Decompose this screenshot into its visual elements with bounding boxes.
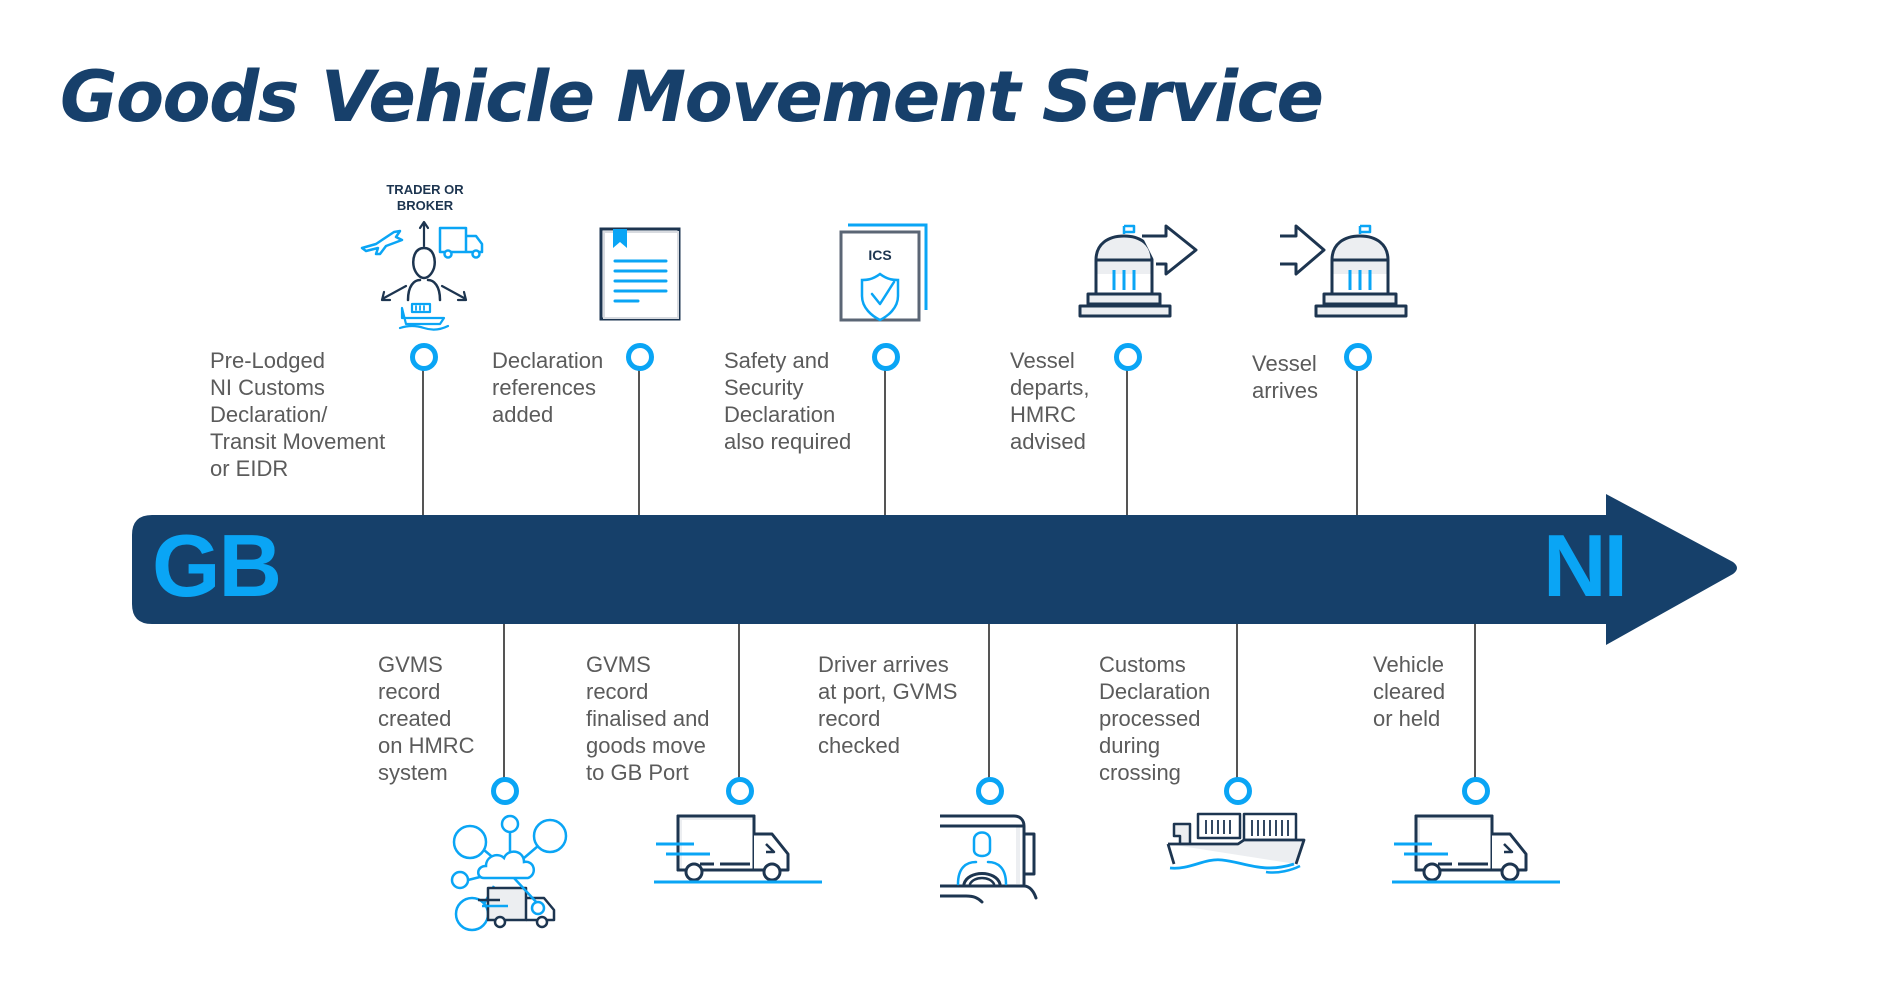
text-line: Safety and: [724, 348, 830, 373]
text-line: Security: [724, 375, 804, 400]
text-line: cleared: [1373, 679, 1446, 704]
top-step-4-node[interactable]: [1114, 343, 1142, 371]
text-line: Vehicle: [1373, 652, 1444, 677]
ics-label: ICS: [868, 247, 891, 263]
text-line: NI Customs: [210, 375, 325, 400]
text-line: GVMS: [378, 652, 443, 677]
bottom-step-2-text: GVMS record finalised and goods move to …: [586, 651, 710, 786]
bottom-step-2-node[interactable]: [726, 777, 754, 805]
gb-label: GB: [152, 516, 282, 615]
text-line: created: [378, 706, 452, 731]
text-line: record: [586, 679, 649, 704]
bottom-step-1-node[interactable]: [491, 777, 519, 805]
bottom-step-1-text: GVMS record created on HMRC system: [378, 651, 475, 786]
text-line: checked: [818, 733, 900, 758]
text-line: or EIDR: [210, 456, 289, 481]
caption-line: TRADER OR: [386, 182, 464, 197]
top-step-3-text: Safety and Security Declaration also req…: [724, 347, 851, 455]
text-line: record: [818, 706, 881, 731]
top-step-5-text: Vessel arrives: [1252, 350, 1318, 404]
text-line: departs,: [1010, 375, 1090, 400]
text-line: or held: [1373, 706, 1441, 731]
top-step-1-text: Pre-Lodged NI Customs Declaration/ Trans…: [210, 347, 385, 482]
text-line: crossing: [1099, 760, 1181, 785]
text-line: Declaration: [492, 348, 604, 373]
caption-line: BROKER: [396, 198, 454, 213]
bottom-step-2-connector: [738, 624, 740, 778]
document-bookmark-icon: [599, 227, 681, 321]
text-line: Vessel: [1010, 348, 1075, 373]
text-line: finalised and: [586, 706, 710, 731]
text-line: Declaration: [724, 402, 836, 427]
text-line: goods move: [586, 733, 706, 758]
text-line: references: [492, 375, 596, 400]
text-line: at port, GVMS: [818, 679, 958, 704]
bottom-step-4-node[interactable]: [1224, 777, 1252, 805]
top-step-4-text: Vessel departs, HMRC advised: [1010, 347, 1090, 455]
trader-broker-caption: TRADER OR BROKER: [370, 182, 480, 214]
bottom-step-5-node[interactable]: [1462, 777, 1490, 805]
bottom-step-4-connector: [1236, 624, 1238, 778]
text-line: Transit Movement: [210, 429, 386, 454]
top-step-2-node[interactable]: [626, 343, 654, 371]
bottom-step-3-text: Driver arrives at port, GVMS record chec…: [818, 651, 957, 759]
bottom-step-5-connector: [1474, 624, 1476, 778]
bottom-step-3-node[interactable]: [976, 777, 1004, 805]
text-line: during: [1099, 733, 1161, 758]
top-step-5-node[interactable]: [1344, 343, 1372, 371]
bottom-step-4-text: Customs Declaration processed during cro…: [1099, 651, 1210, 786]
text-line: HMRC: [1010, 402, 1076, 427]
moving-truck-icon: [1392, 814, 1560, 884]
text-line: Vessel: [1252, 351, 1317, 376]
timeline-bar: [132, 494, 1737, 645]
trader-broker-icon: [360, 220, 484, 331]
customs-building-inbound-icon: [1280, 224, 1408, 318]
top-step-2-text: Declaration references added: [492, 347, 603, 428]
top-step-2-connector: [638, 366, 640, 515]
page-title: Goods Vehicle Movement Service: [60, 56, 1324, 138]
text-line: advised: [1010, 429, 1086, 454]
text-line: Declaration: [1099, 679, 1211, 704]
text-line: GVMS: [586, 652, 651, 677]
text-line: processed: [1099, 706, 1201, 731]
customs-building-outbound-icon: [1078, 224, 1198, 318]
top-step-3-node[interactable]: [872, 343, 900, 371]
bottom-step-3-connector: [988, 624, 990, 778]
moving-truck-icon: [654, 814, 822, 884]
text-line: arrives: [1252, 378, 1319, 403]
text-line: added: [492, 402, 554, 427]
top-step-4-connector: [1126, 366, 1128, 515]
ni-label: NI: [1543, 516, 1628, 615]
top-step-1-node[interactable]: [410, 343, 438, 371]
text-line: record: [378, 679, 441, 704]
text-line: on HMRC: [378, 733, 475, 758]
text-line: Pre-Lodged: [210, 348, 325, 373]
text-line: also required: [724, 429, 852, 454]
text-line: Driver arrives: [818, 652, 949, 677]
cloud-network-van-icon: [450, 814, 568, 932]
ics-shield-document-icon: ICS: [839, 223, 928, 322]
bottom-step-1-connector: [503, 624, 505, 778]
text-line: system: [378, 760, 448, 785]
text-line: Declaration/: [210, 402, 328, 427]
text-line: to GB Port: [586, 760, 689, 785]
text-line: Customs: [1099, 652, 1186, 677]
bottom-step-5-text: Vehicle cleared or held: [1373, 651, 1445, 732]
top-step-5-connector: [1356, 366, 1358, 515]
top-step-3-connector: [884, 366, 886, 515]
top-step-1-connector: [422, 366, 424, 515]
container-ship-icon: [1166, 812, 1306, 874]
driver-cab-icon: [940, 814, 1038, 904]
